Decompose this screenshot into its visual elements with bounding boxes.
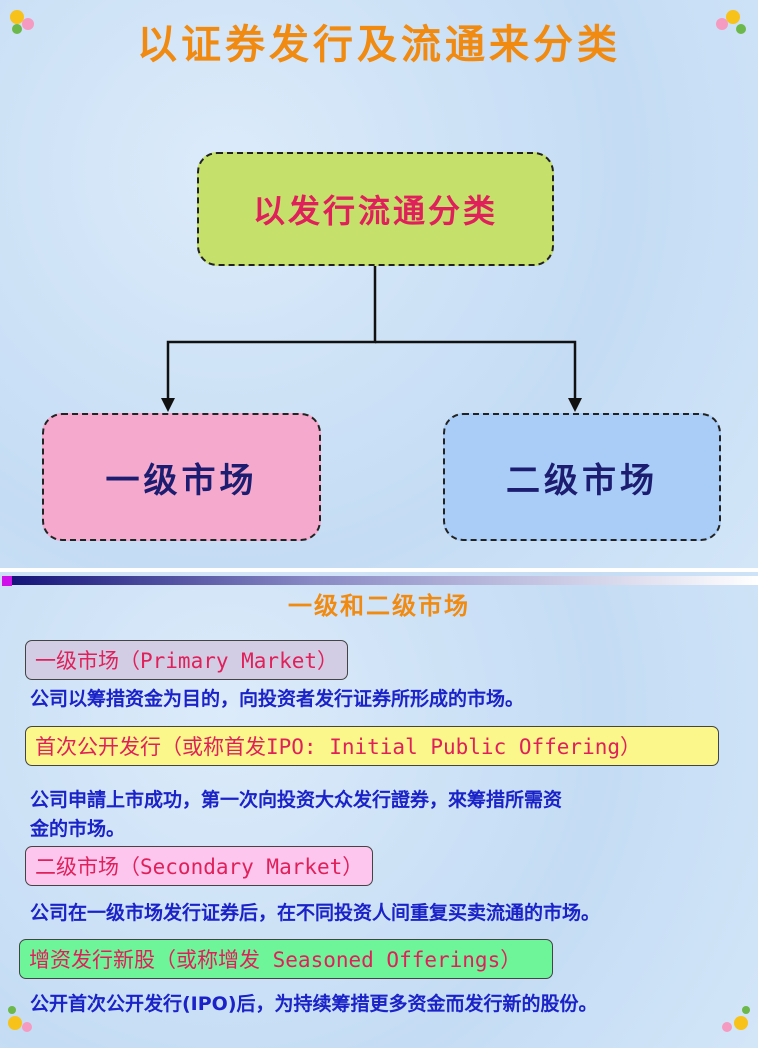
flower-decoration-icon — [712, 4, 752, 40]
seasoned-offering-label: 增资发行新股（或称增发 Seasoned Offerings） — [19, 939, 553, 979]
slide-markets: 一级和二级市场 一级市场（Primary Market） 公司以筹措资金为目的，… — [0, 572, 758, 1048]
primary-market-label: 一级市场（Primary Market） — [25, 640, 349, 680]
flower-decoration-icon — [4, 1004, 44, 1040]
primary-market-box: 一级市场 — [42, 413, 321, 541]
secondary-market-desc: 公司在一级市场发行证券后，在不同投资人间重复买卖流通的市场。 — [30, 902, 601, 924]
slide-title: 以证券发行及流通来分类 — [137, 22, 621, 68]
slide-divider — [0, 568, 758, 572]
flower-decoration-icon — [714, 1004, 754, 1040]
root-category-box: 以发行流通分类 — [197, 152, 554, 266]
flower-decoration-icon — [6, 4, 46, 40]
slide-title: 一级和二级市场 — [288, 592, 470, 620]
ipo-desc-line2: 金的市场。 — [30, 818, 126, 840]
primary-market-desc: 公司以筹措资金为目的，向投资者发行证券所形成的市场。 — [30, 688, 525, 710]
secondary-market-box: 二级市场 — [443, 413, 721, 541]
seasoned-offering-desc: 公开首次公开发行(IPO)后，为持续筹措更多资金而发行新的股份。 — [30, 993, 598, 1015]
header-gradient-bar — [12, 576, 758, 585]
slide-classification: 以证券发行及流通来分类 以发行流通分类 一级市场 二级市场 — [0, 0, 758, 568]
ipo-desc-line1: 公司申請上市成功，第一次向投资大众发行證券，來筹措所需资 — [30, 789, 563, 811]
secondary-market-label: 二级市场（Secondary Market） — [25, 846, 374, 886]
ipo-label: 首次公开发行（或称首发IPO: Initial Public Offering） — [25, 726, 719, 766]
connector-arrows — [161, 266, 582, 412]
magenta-marker — [2, 576, 12, 586]
